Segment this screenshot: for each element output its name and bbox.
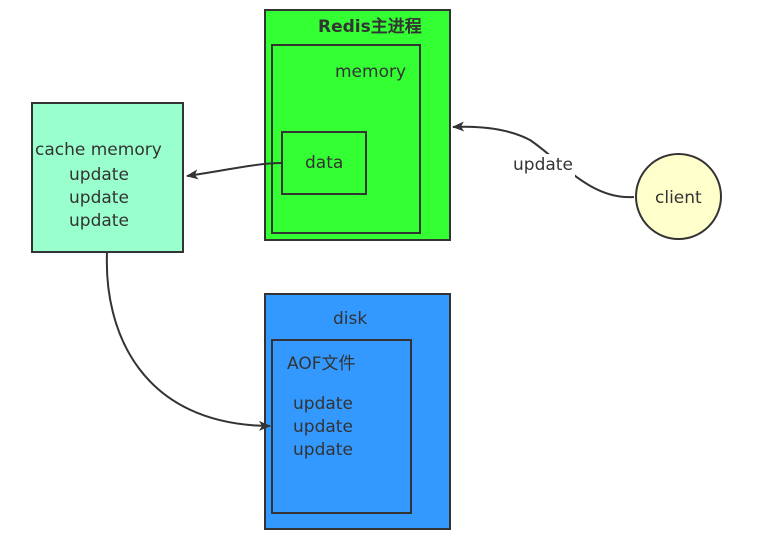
data-box <box>281 131 367 195</box>
data-label: data <box>305 153 344 173</box>
cache-update-line: update <box>69 165 129 185</box>
disk-title: disk <box>333 309 368 329</box>
data-to-cache-arrow <box>186 162 282 180</box>
aof-file-label: AOF文件 <box>287 354 356 374</box>
cache-memory-title: cache memory <box>35 140 162 160</box>
cache-update-line: update <box>69 188 129 208</box>
client-node <box>635 153 722 240</box>
cache-update-line: update <box>69 211 129 231</box>
client-label: client <box>655 188 702 208</box>
aof-update-line: update <box>293 394 353 414</box>
redis-process-title: Redis主进程 <box>318 17 422 37</box>
cache-to-aof-arrow <box>105 252 271 431</box>
cache-memory-box <box>31 102 184 253</box>
aof-update-line: update <box>293 440 353 460</box>
aof-file-box <box>271 339 412 514</box>
client-to-redis-arrow <box>452 121 635 199</box>
client-update-edge-label: update <box>511 154 575 177</box>
aof-update-line: update <box>293 417 353 437</box>
memory-label: memory <box>335 62 407 82</box>
